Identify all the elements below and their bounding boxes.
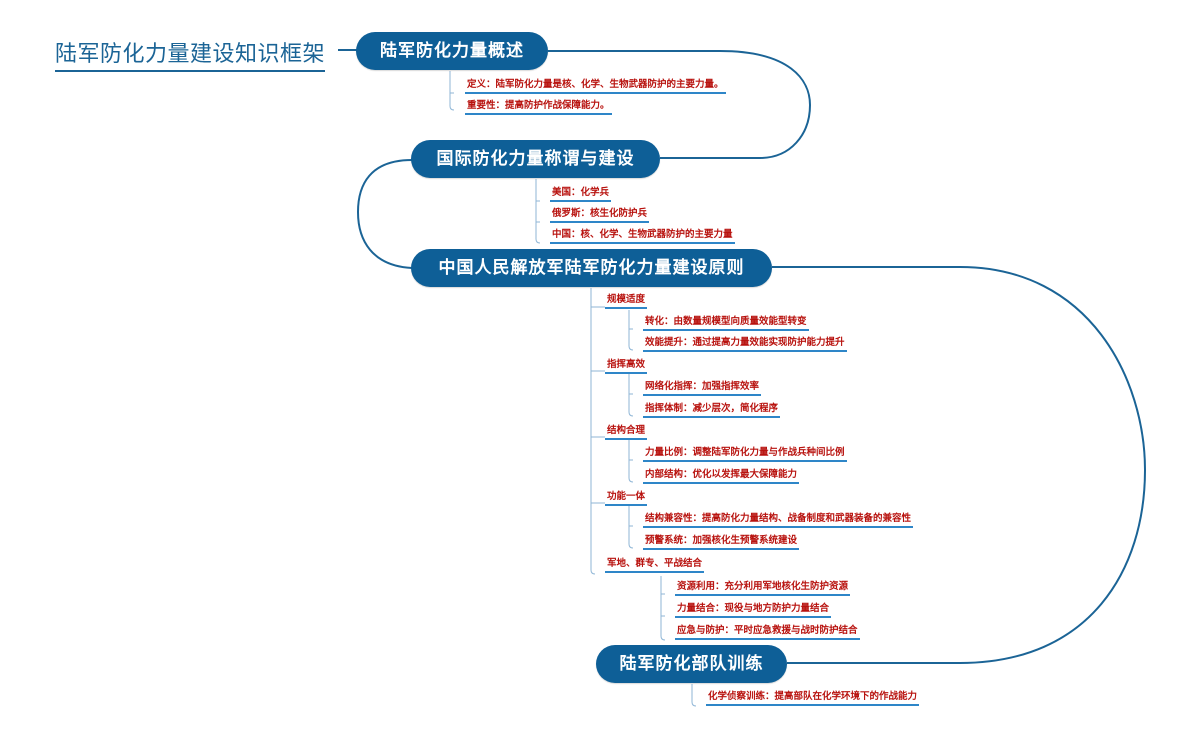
leaf-command-network[interactable]: 网络化指挥：加强指挥效率 bbox=[643, 380, 762, 396]
topic-principles[interactable]: 中国人民解放军陆军防化力量建设原则 bbox=[411, 249, 772, 287]
topic-overview[interactable]: 陆军防化力量概述 bbox=[356, 32, 548, 70]
topic-label: 陆军防化力量概述 bbox=[380, 41, 524, 61]
leaf-russia[interactable]: 俄罗斯：核生化防护兵 bbox=[550, 207, 650, 223]
leaf-integration-compat[interactable]: 结构兼容性：提高防化力量结构、战备制度和武器装备的兼容性 bbox=[643, 512, 914, 528]
leaf-command-system[interactable]: 指挥体制：减少层次，简化程序 bbox=[643, 402, 781, 418]
leaf-scale-transform[interactable]: 转化：由数量规模型向质量效能型转变 bbox=[643, 315, 809, 331]
leaf-combination-resources[interactable]: 资源利用：充分利用军地核化生防护资源 bbox=[675, 580, 851, 596]
leaf-scale-efficiency[interactable]: 效能提升：通过提高力量效能实现防护能力提升 bbox=[643, 336, 847, 352]
leaf-structure-ratio[interactable]: 力量比例：调整陆军防化力量与作战兵种间比例 bbox=[643, 446, 847, 462]
principle-combination[interactable]: 军地、群专、平战结合 bbox=[605, 557, 705, 573]
topic-label: 中国人民解放军陆军防化力量建设原则 bbox=[438, 258, 745, 278]
leaf-chemical-recon[interactable]: 化学侦察训练：提高部队在化学环境下的作战能力 bbox=[706, 690, 920, 706]
topic-label: 国际防化力量称谓与建设 bbox=[436, 149, 635, 169]
principle-structure[interactable]: 结构合理 bbox=[605, 424, 648, 440]
topic-training[interactable]: 陆军防化部队训练 bbox=[596, 645, 787, 683]
principle-integration[interactable]: 功能一体 bbox=[605, 490, 648, 506]
leaf-combination-emergency[interactable]: 应急与防护：平时应急救援与战时防护结合 bbox=[675, 624, 860, 640]
topic-international[interactable]: 国际防化力量称谓与建设 bbox=[411, 140, 660, 178]
leaf-definition[interactable]: 定义：陆军防化力量是核、化学、生物武器防护的主要力量。 bbox=[465, 78, 726, 94]
leaf-integration-warning[interactable]: 预警系统：加强核化生预警系统建设 bbox=[643, 534, 800, 550]
leaf-importance[interactable]: 重要性：提高防护作战保障能力。 bbox=[465, 99, 612, 115]
principle-scale[interactable]: 规模适度 bbox=[605, 293, 648, 309]
leaf-china[interactable]: 中国：核、化学、生物武器防护的主要力量 bbox=[550, 228, 735, 244]
leaf-structure-internal[interactable]: 内部结构：优化以发挥最大保障能力 bbox=[643, 468, 800, 484]
root-title[interactable]: 陆军防化力量建设知识框架 bbox=[55, 36, 326, 72]
principle-command[interactable]: 指挥高效 bbox=[605, 358, 648, 374]
leaf-usa[interactable]: 美国：化学兵 bbox=[550, 186, 612, 202]
leaf-combination-forces[interactable]: 力量结合：现役与地方防护力量结合 bbox=[675, 602, 832, 618]
topic-label: 陆军防化部队训练 bbox=[619, 654, 764, 674]
